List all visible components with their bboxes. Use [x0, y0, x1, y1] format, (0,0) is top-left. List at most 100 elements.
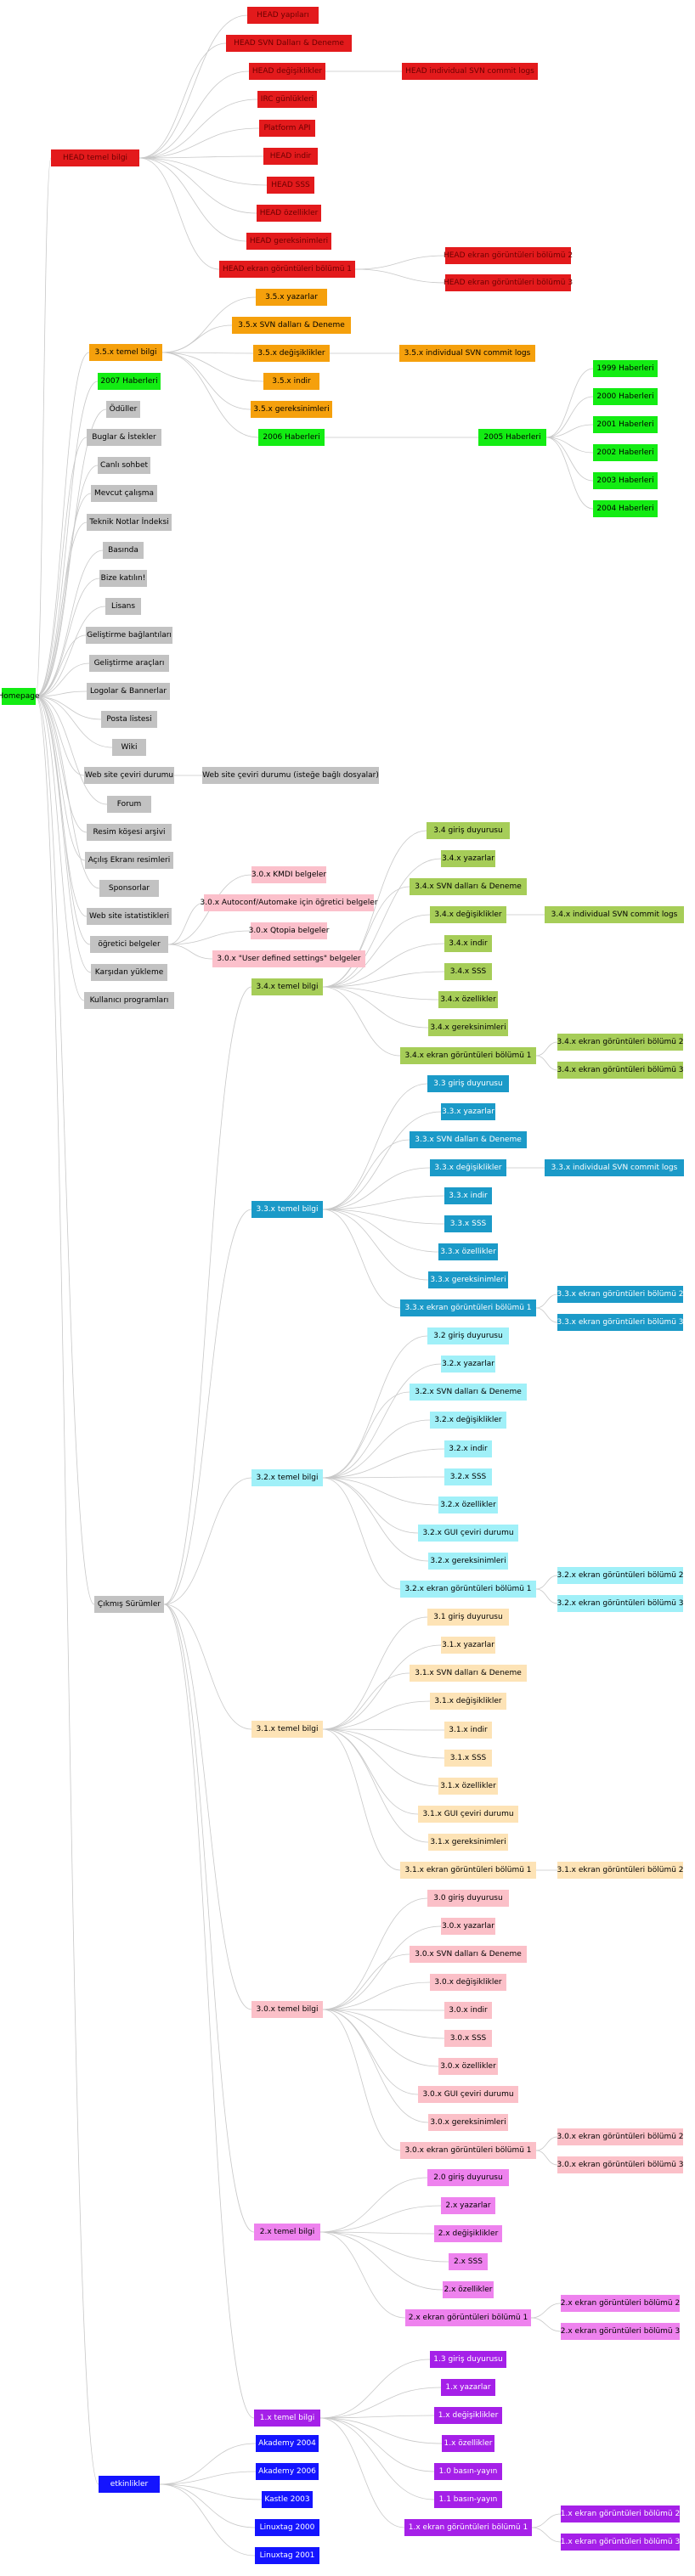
node-home[interactable]: Homepage [0, 688, 40, 705]
node-cs[interactable]: Çıkmış Sürümler [94, 1596, 164, 1613]
node-v34d[interactable]: 3.4.x değişiklikler [430, 906, 506, 923]
node-v32b[interactable]: 3.2.x yazarlar [441, 1356, 495, 1373]
node-t2[interactable]: 3.0.x Autoconf/Automake için öğretici be… [201, 894, 377, 911]
node-v30j2[interactable]: 3.0.x ekran görüntüleri bölümü 2 [557, 2128, 684, 2145]
node-n2005[interactable]: 2005 Haberleri [478, 429, 546, 446]
node-g16[interactable]: Resim köşesi arşivi [87, 824, 172, 841]
node-g10[interactable]: Geliştirme araçları [89, 655, 169, 672]
node-ev2[interactable]: Akademy 2006 [256, 2463, 319, 2480]
node-v31b[interactable]: 3.1.x yazarlar [441, 1637, 495, 1654]
node-v2c[interactable]: 2.x değişiklikler [434, 2225, 502, 2242]
node-g19[interactable]: Web site istatistikleri [87, 908, 172, 925]
node-h2[interactable]: HEAD SVN Dalları & Deneme [226, 35, 352, 52]
node-v1f[interactable]: 1.1 basın-yayın [434, 2491, 502, 2508]
node-v1e[interactable]: 1.0 basın-yayın [434, 2463, 502, 2480]
node-g8[interactable]: Lisans [105, 598, 141, 615]
node-v34b[interactable]: 3.4.x yazarlar [441, 850, 495, 867]
node-h10[interactable]: HEAD ekran görüntüleri bölümü 1 [219, 261, 355, 278]
node-v33d[interactable]: 3.3.x değişiklikler [430, 1159, 506, 1176]
node-v32i[interactable]: 3.2.x gereksinimleri [428, 1553, 508, 1570]
node-h4[interactable]: IRC günlükleri [257, 91, 317, 108]
node-v31a[interactable]: 3.1 giriş duyurusu [427, 1609, 509, 1626]
node-g20[interactable]: öğretici belgeler [90, 936, 168, 953]
node-g22[interactable]: Kullanıcı programları [84, 992, 174, 1009]
node-v1g[interactable]: 1.x ekran görüntüleri bölümü 1 [404, 2519, 532, 2536]
node-g7[interactable]: Bize katılın! [99, 570, 147, 587]
node-g21[interactable]: Karşıdan yükleme [91, 964, 167, 981]
node-v2a[interactable]: 2.0 giriş duyurusu [427, 2169, 509, 2186]
node-v1g2[interactable]: 1.x ekran görüntüleri bölümü 2 [561, 2506, 680, 2522]
node-v35e[interactable]: 3.5.x gereksinimleri [251, 401, 332, 418]
node-v1b[interactable]: 1.x yazarlar [441, 2379, 495, 2396]
node-v33a[interactable]: 3.3 giriş duyurusu [427, 1075, 509, 1092]
node-v35c[interactable]: 3.5.x değişiklikler [253, 345, 330, 362]
node-v31g[interactable]: 3.1.x özellikler [438, 1778, 498, 1795]
node-v2d[interactable]: 2.x SSS [449, 2253, 488, 2270]
node-v32j3[interactable]: 3.2.x ekran görüntüleri bölümü 3 [557, 1595, 684, 1612]
node-v30[interactable]: 3.0.x temel bilgi [251, 2001, 323, 2018]
node-n2000[interactable]: 2000 Haberleri [593, 388, 658, 405]
node-v31j2[interactable]: 3.1.x ekran görüntüleri bölümü 2 [557, 1862, 684, 1879]
node-v31j[interactable]: 3.1.x ekran görüntüleri bölümü 1 [400, 1862, 536, 1879]
node-v30i[interactable]: 3.0.x gereksinimleri [428, 2114, 508, 2131]
node-h7[interactable]: HEAD SSS [267, 177, 314, 194]
node-h6[interactable]: HEAD indir [263, 148, 318, 165]
node-v2f2[interactable]: 2.x ekran görüntüleri bölümü 2 [561, 2295, 680, 2312]
node-g9[interactable]: Geliştirme bağlantıları [86, 627, 172, 644]
node-v31h[interactable]: 3.1.x GUI çeviri durumu [418, 1806, 518, 1823]
node-v35a[interactable]: 3.5.x yazarlar [256, 289, 327, 306]
node-v30f[interactable]: 3.0.x SSS [444, 2030, 492, 2047]
node-v32j[interactable]: 3.2.x ekran görüntüleri bölümü 1 [400, 1581, 536, 1598]
node-v32f[interactable]: 3.2.x SSS [444, 1468, 492, 1485]
node-v32[interactable]: 3.2.x temel bilgi [251, 1469, 323, 1486]
node-v1a[interactable]: 1.3 giriş duyurusu [430, 2351, 506, 2368]
node-n1999[interactable]: 1999 Haberleri [593, 360, 658, 377]
node-g15[interactable]: Forum [107, 796, 151, 813]
node-v32d[interactable]: 3.2.x değişiklikler [430, 1412, 506, 1429]
node-n2001[interactable]: 2001 Haberleri [593, 416, 658, 433]
node-ev1[interactable]: Akademy 2004 [256, 2435, 319, 2452]
node-g14a[interactable]: Web site çeviri durumu (isteğe bağlı dos… [202, 767, 379, 784]
node-v34h[interactable]: 3.4.x gereksinimleri [428, 1019, 508, 1036]
node-v33b[interactable]: 3.3.x yazarlar [441, 1103, 495, 1120]
node-v30c[interactable]: 3.0.x SVN dalları & Deneme [410, 1946, 527, 1963]
node-t1[interactable]: 3.0.x KMDI belgeler [251, 866, 326, 883]
node-ev4[interactable]: Linuxtag 2000 [255, 2519, 319, 2536]
node-n2007[interactable]: 2007 Haberleri [98, 373, 161, 390]
node-g2[interactable]: Buglar & İstekler [87, 429, 161, 446]
node-v33h[interactable]: 3.3.x gereksinimleri [428, 1271, 508, 1288]
node-v31[interactable]: 3.1.x temel bilgi [251, 1721, 323, 1738]
node-h10a[interactable]: HEAD ekran görüntüleri bölümü 2 [444, 247, 573, 264]
node-g18[interactable]: Sponsorlar [99, 880, 159, 897]
node-g13[interactable]: Wiki [112, 739, 146, 756]
node-t4[interactable]: 3.0.x "User defined settings" belgeler [212, 950, 365, 967]
node-v35d[interactable]: 3.5.x indir [263, 373, 319, 390]
node-v2e[interactable]: 2.x özellikler [443, 2281, 494, 2298]
node-v33f[interactable]: 3.3.x SSS [444, 1215, 492, 1232]
node-v32e[interactable]: 3.2.x indir [444, 1440, 492, 1457]
node-v33d1[interactable]: 3.3.x individual SVN commit logs [545, 1159, 684, 1176]
node-g1[interactable]: Ödüller [106, 401, 140, 418]
node-h5[interactable]: Platform API [259, 120, 315, 137]
node-v32h[interactable]: 3.2.x GUI çeviri durumu [418, 1525, 518, 1542]
node-v30j3[interactable]: 3.0.x ekran görüntüleri bölümü 3 [557, 2156, 684, 2173]
node-v1c[interactable]: 1.x değişiklikler [434, 2407, 502, 2424]
node-g6[interactable]: Basında [103, 542, 144, 559]
node-v34d1[interactable]: 3.4.x individual SVN commit logs [545, 906, 684, 923]
node-g11[interactable]: Logolar & Bannerlar [87, 683, 170, 700]
node-g3[interactable]: Canlı sohbet [98, 457, 150, 474]
node-g14[interactable]: Web site çeviri durumu [84, 767, 174, 784]
node-t3[interactable]: 3.0.x Qtopia belgeler [249, 922, 329, 939]
node-v30d[interactable]: 3.0.x değişiklikler [430, 1974, 506, 1991]
node-v30e[interactable]: 3.0.x indir [444, 2002, 492, 2019]
node-v32c[interactable]: 3.2.x SVN dalları & Deneme [410, 1384, 527, 1401]
node-ev3[interactable]: Kastle 2003 [262, 2491, 313, 2508]
node-v1[interactable]: 1.x temel bilgi [254, 2410, 320, 2427]
node-v33c[interactable]: 3.3.x SVN dalları & Deneme [410, 1131, 527, 1148]
node-h8[interactable]: HEAD özellikler [257, 205, 321, 222]
node-v30h[interactable]: 3.0.x GUI çeviri durumu [418, 2086, 518, 2103]
node-v2[interactable]: 2.x temel bilgi [254, 2224, 320, 2241]
node-v33i2[interactable]: 3.3.x ekran görüntüleri bölümü 2 [557, 1286, 684, 1303]
node-v33e[interactable]: 3.3.x indir [444, 1187, 492, 1204]
node-v34g[interactable]: 3.4.x özellikler [438, 991, 498, 1008]
